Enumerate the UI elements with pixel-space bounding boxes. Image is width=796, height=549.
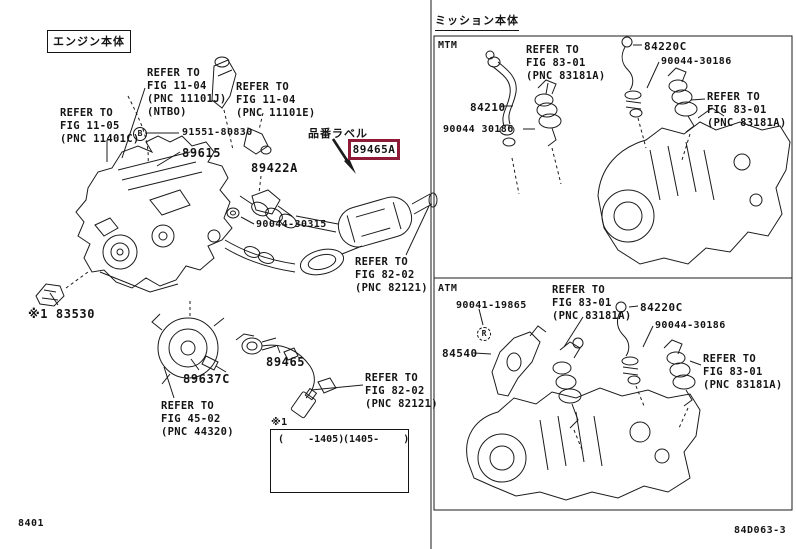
variant-col-after-1405: (1405- ) <box>343 434 410 445</box>
highlighted-part-89465a[interactable]: 89465A <box>348 139 400 160</box>
mtm-transmission-drawing <box>485 36 791 265</box>
refer-fig-82-02-upper-label: REFER TO FIG 82-02 (PNC 82121) <box>355 256 428 294</box>
refer-fig-11-05-label: REFER TO FIG 11-05 (PNC 11401C) <box>60 107 140 145</box>
part-number-90044-30315: 90044-30315 <box>256 219 327 230</box>
variant-table-marker: ※1 <box>271 417 288 428</box>
atm-refer-fig-83-01-left-label: REFER TO FIG 83-01 (PNC 83181A) <box>552 284 632 322</box>
part-number-84210: 84210 <box>470 101 506 114</box>
mtm-part-number-84220c: 84220C <box>644 40 687 53</box>
bolt-b-marker: B <box>133 127 147 141</box>
relay-r-marker: R <box>477 327 491 341</box>
figure-code-right: 84D063-3 <box>734 525 787 536</box>
refer-fig-11-04-j-label: REFER TO FIG 11-04 (PNC 11101J) (NTBO) <box>147 67 227 118</box>
part-number-89465: 89465 <box>266 355 306 369</box>
refer-fig-11-04-e-label: REFER TO FIG 11-04 (PNC 11101E) <box>236 81 316 119</box>
mtm-refer-fig-83-01-left-label: REFER TO FIG 83-01 (PNC 83181A) <box>526 44 606 82</box>
mission-section-title: ミッション本体 <box>435 12 519 31</box>
engine-section-title: エンジン本体 <box>47 30 131 53</box>
part-number-83530: ※1 83530 <box>28 307 96 321</box>
engine-drawing <box>35 56 293 385</box>
atm-part-number-90044-30186: 90044-30186 <box>655 320 726 331</box>
part-number-84540: 84540 <box>442 347 478 360</box>
variant-col-before-1405: ( -1405) <box>278 434 345 445</box>
leader-lines <box>49 44 706 399</box>
refer-fig-82-02-lower-label: REFER TO FIG 82-02 (PNC 82121) <box>365 372 438 410</box>
mtm-tag: MTM <box>438 40 458 51</box>
part-number-89422a: 89422A <box>251 161 298 175</box>
part-label-caption: 品番ラベル <box>308 127 368 140</box>
part-number-91551-80830: 91551-80830 <box>182 127 253 138</box>
mtm-part-number-90044-30186-left: 90044 30186 <box>443 124 514 135</box>
mtm-part-number-90044-30186-right: 90044-30186 <box>661 56 732 67</box>
part-number-89615: 89615 <box>182 146 222 160</box>
oxygen-sensor-drawing <box>235 333 337 419</box>
page-code-left: 8401 <box>18 518 45 529</box>
mtm-refer-fig-83-01-right-label: REFER TO FIG 83-01 (PNC 83181A) <box>707 91 787 129</box>
part-number-89637c: 89637C <box>183 372 230 386</box>
atm-tag: ATM <box>438 283 458 294</box>
atm-part-number-84220c: 84220C <box>640 301 683 314</box>
part-number-90041-19865: 90041-19865 <box>456 300 527 311</box>
atm-transmission-drawing <box>466 301 701 501</box>
section-frames <box>430 0 793 549</box>
exhaust-drawing <box>207 192 438 276</box>
atm-refer-fig-83-01-right-label: REFER TO FIG 83-01 (PNC 83181A) <box>703 353 783 391</box>
refer-fig-45-02-label: REFER TO FIG 45-02 (PNC 44320) <box>161 400 234 438</box>
variant-connector-table <box>270 429 409 493</box>
